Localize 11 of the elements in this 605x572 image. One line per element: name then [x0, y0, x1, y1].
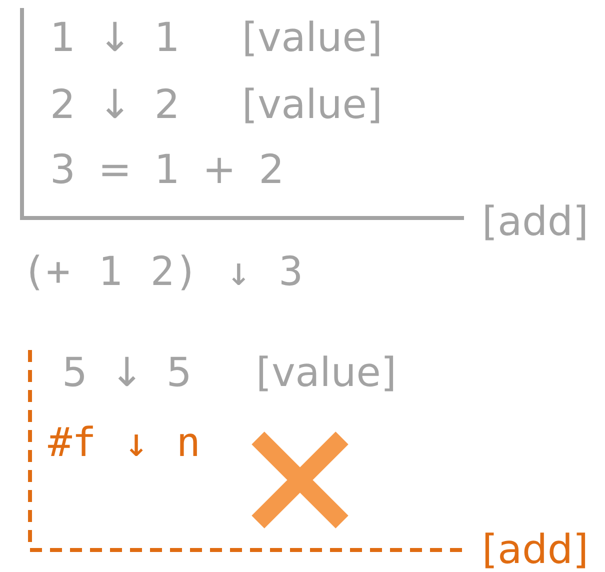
formula-text: 3 = 1 + 2: [50, 150, 284, 190]
formula-text: 2 ↓ 2: [50, 85, 180, 125]
formula-text: #f ↓ n: [48, 423, 200, 463]
formula-text: (+ 1 2) ↓ 3: [22, 252, 303, 292]
rule-name: [value]: [242, 18, 382, 58]
rule-name: [add]: [482, 530, 589, 570]
formula-text: 1 ↓ 1: [50, 18, 180, 58]
rule-name: [value]: [256, 353, 396, 393]
rule-name: [add]: [482, 202, 589, 242]
rule-name: [value]: [242, 85, 382, 125]
formula-text: 5 ↓ 5: [62, 353, 192, 393]
